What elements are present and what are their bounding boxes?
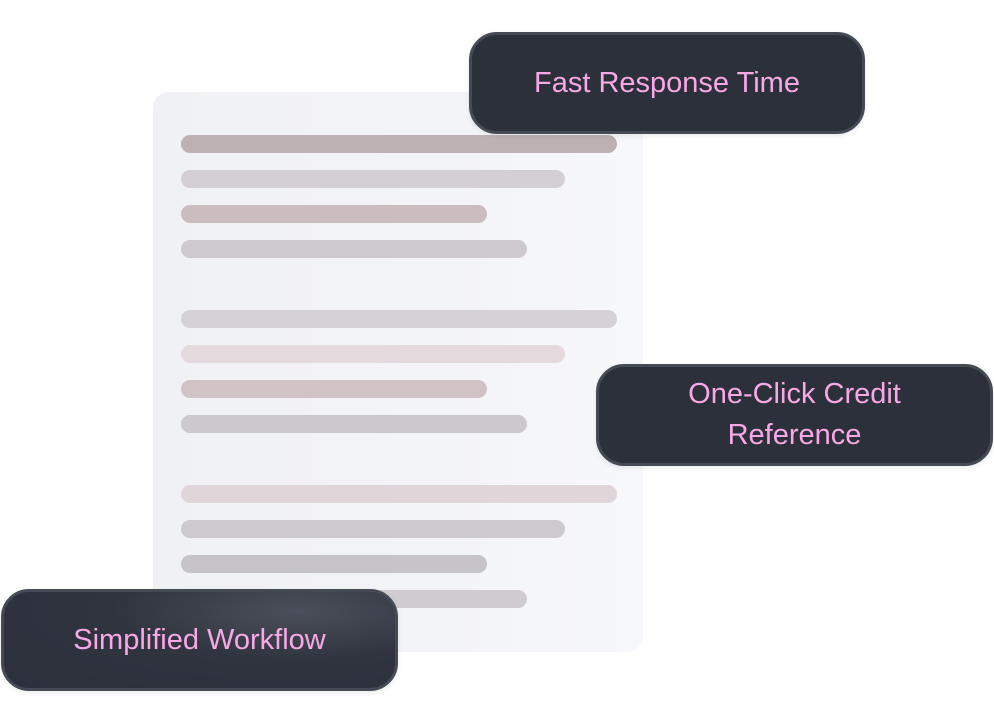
- feature-badge-simplified-workflow: Simplified Workflow: [1, 589, 398, 691]
- document-illustration: [153, 92, 643, 652]
- text-line-placeholder: [181, 555, 487, 573]
- text-line-placeholder: [181, 240, 527, 258]
- feature-badge-fast-response: Fast Response Time: [469, 32, 865, 134]
- feature-badge-one-click-credit: One-Click Credit Reference: [596, 364, 993, 466]
- feature-badge-label: Fast Response Time: [534, 66, 800, 99]
- text-line-placeholder: [181, 310, 617, 328]
- text-line-placeholder: [181, 135, 617, 153]
- text-line-placeholder: [181, 380, 487, 398]
- text-line-placeholder: [181, 415, 527, 433]
- text-line-placeholder: [181, 520, 565, 538]
- text-line-placeholder: [181, 205, 487, 223]
- text-line-placeholder: [181, 170, 565, 188]
- feature-badge-label: Simplified Workflow: [73, 623, 326, 656]
- text-line-placeholder: [181, 345, 565, 363]
- feature-badge-label: One-Click Credit Reference: [688, 378, 901, 451]
- text-line-placeholder: [181, 485, 617, 503]
